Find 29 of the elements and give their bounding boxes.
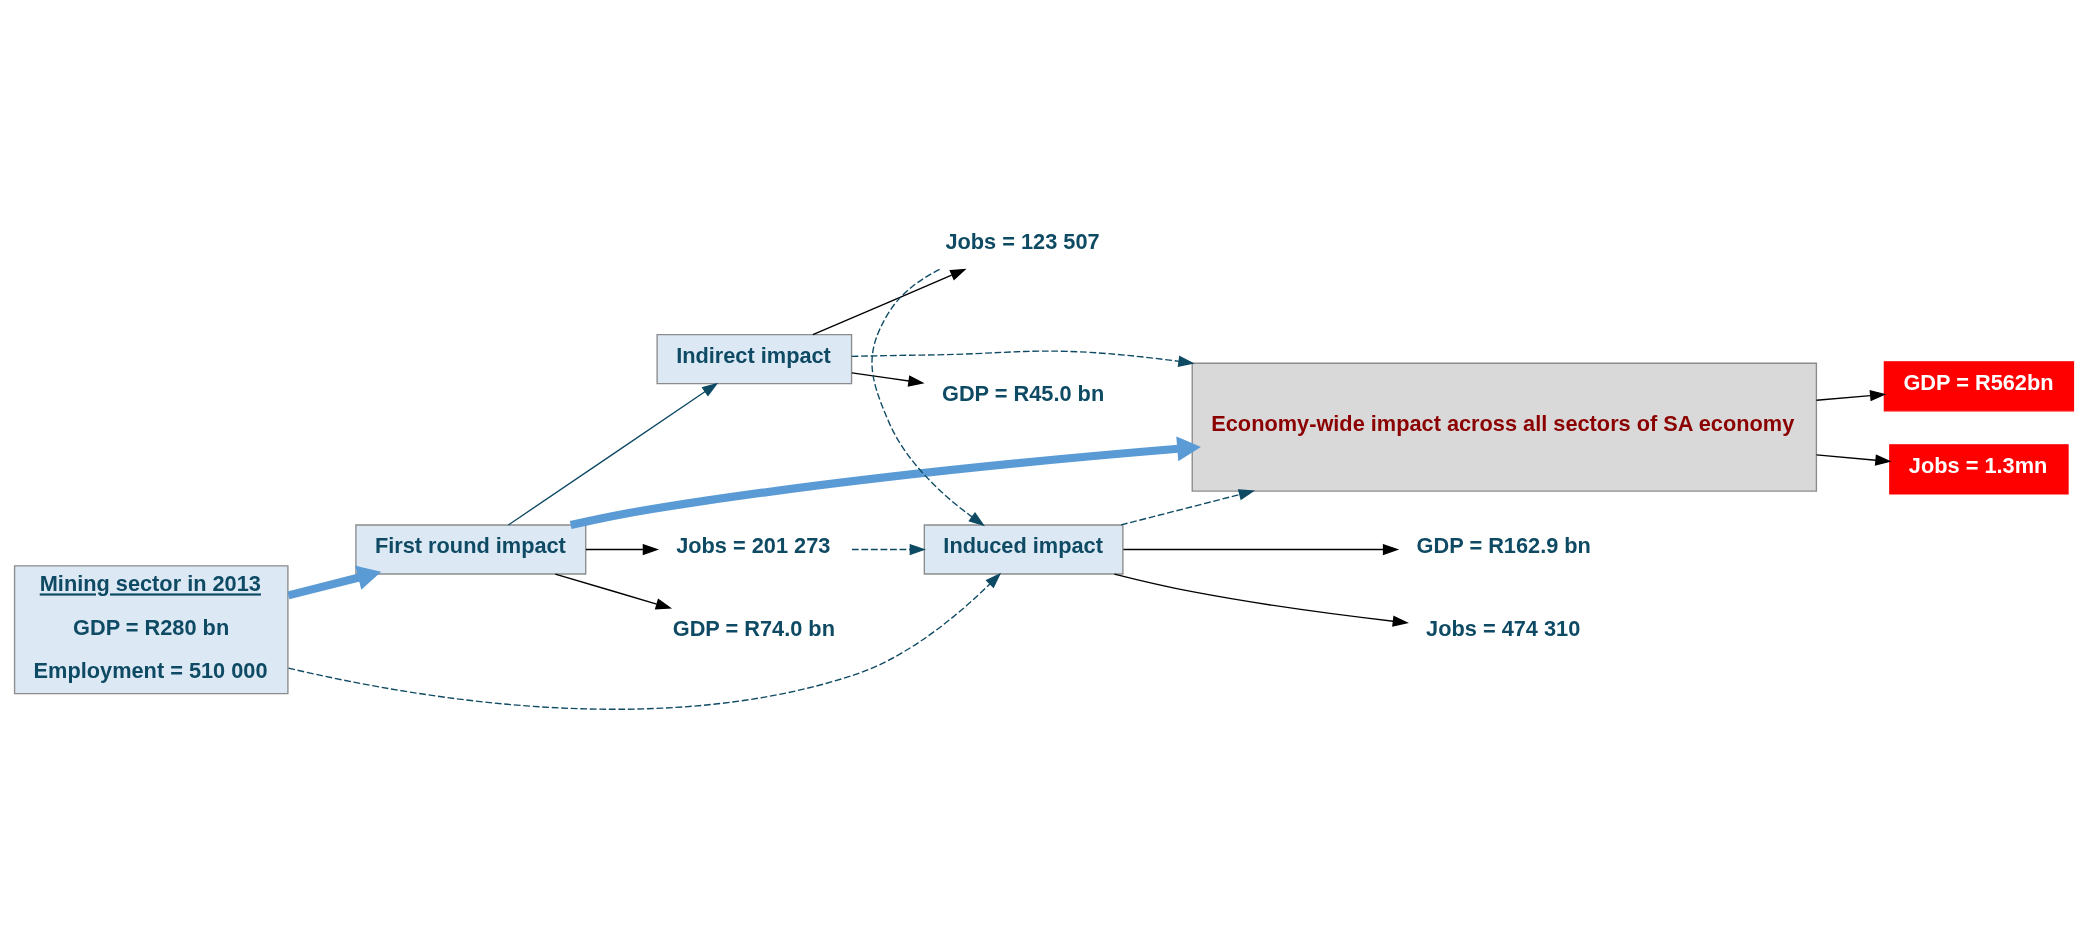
arrow: [507, 382, 719, 526]
node-box: Induced impact: [923, 524, 1124, 575]
node-text: Jobs = 474 310: [1426, 616, 1581, 642]
arrow: [871, 268, 985, 527]
arrow: [851, 543, 926, 556]
arrow: [554, 573, 673, 610]
node-text: GDP = R74.0 bn: [672, 616, 835, 642]
arrow: [812, 268, 967, 336]
arrow: [851, 372, 925, 387]
node-text: GDP = R45.0 bn: [942, 381, 1105, 407]
arrow: [287, 565, 382, 600]
arrow: [1815, 389, 1887, 402]
node-box: Jobs = 1.3mn: [1889, 444, 2069, 495]
arrow: [585, 543, 660, 556]
node-text: Jobs = 201 273: [676, 533, 831, 559]
arrow: [569, 436, 1201, 530]
arrow: [851, 350, 1195, 367]
arrow: [1113, 573, 1409, 627]
node-box: Economy-wide impact across all sectors of SA economy: [1191, 362, 1818, 492]
node-box: First round impact: [355, 524, 587, 575]
node-text: Jobs = 123 507: [945, 228, 1100, 254]
arrow: [1122, 543, 1400, 556]
arrow: [287, 572, 1002, 710]
arrow: [1120, 489, 1256, 526]
node-text: GDP = R162.9 bn: [1416, 533, 1591, 559]
node-box: Indirect impact: [656, 334, 853, 385]
node-box: GDP = R562bn: [1883, 361, 2075, 412]
node-box: Mining sector in 2013 GDP = R280 bn Employment = 510 000: [13, 565, 289, 695]
arrow: [1815, 454, 1892, 466]
